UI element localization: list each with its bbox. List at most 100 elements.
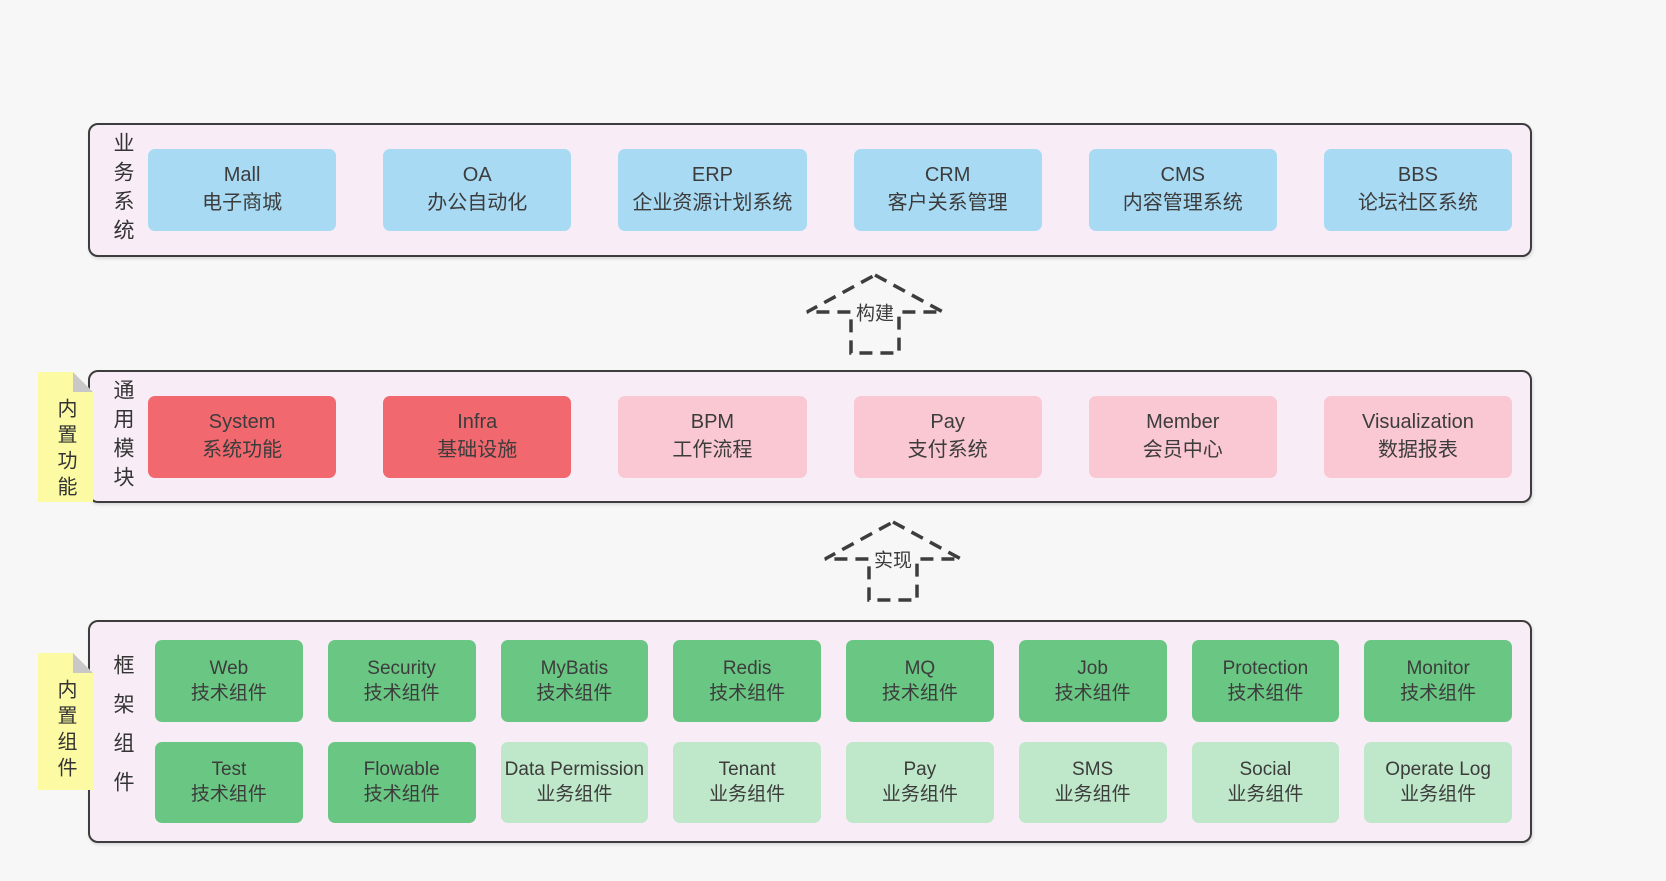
module-box-test: Test 技术组件 [155,741,303,823]
module-box-title: Test [211,759,247,781]
module-box-title: Tenant [718,759,776,781]
module-box-operate-log: Operate Log 业务组件 [1364,741,1512,823]
module-box-system: System 系统功能 [148,395,337,478]
module-box-title: Mall [223,164,261,187]
module-box-subtitle: 基础设施 [437,438,518,461]
business-systems-layer: 业务系统 Mall 电子商城 OA 办公自动化 ERP 企业资源计划系统 CRM 客户关系管理… [88,123,1532,257]
module-box-subtitle: 技术组件 [190,784,267,806]
module-box-oa: OA 办公自动化 [383,149,572,231]
module-box-subtitle: 技术组件 [1054,682,1131,704]
module-box-social: Social 业务组件 [1191,741,1340,823]
module-box-subtitle: 支付系统 [907,438,988,461]
module-box-title: System [208,410,276,433]
dashed-up-arrow-icon [806,273,944,355]
module-box-title: Web [209,657,249,679]
module-box-sms: SMS 业务组件 [1018,741,1167,823]
module-box-title: Pay [903,759,937,781]
module-box-subtitle: 业务组件 [1400,784,1477,806]
module-box-title: BPM [690,410,735,433]
implement-arrow-label: 实现 [870,544,916,574]
module-box-subtitle: 系统功能 [202,438,283,461]
module-box-subtitle: 论坛社区系统 [1357,192,1478,214]
module-box-title: Data Permission [504,759,645,781]
module-box-erp: ERP 企业资源计划系统 [618,149,807,231]
builtin-components-sticky-note: 内置组件 [38,653,93,790]
module-box-data-permission: Data Permission 业务组件 [500,741,649,823]
module-box-title: MQ [904,657,936,679]
common-modules-layer: 通用模块 System 系统功能 Infra 基础设施 BPM 工作流程 Pay 支付系统 Me… [88,370,1532,503]
module-box-subtitle: 技术组件 [536,682,613,704]
common-modules-boxes: System 系统功能 Infra 基础设施 BPM 工作流程 Pay 支付系统 Member 会… [148,395,1513,478]
module-box-subtitle: 业务组件 [881,784,958,806]
module-box-tenant: Tenant 业务组件 [673,741,821,823]
module-box-subtitle: 技术组件 [881,682,958,704]
dashed-up-arrow-icon [824,520,962,602]
module-box-job: Job 技术组件 [1018,640,1167,722]
module-box-title: Protection [1222,657,1309,679]
module-box-mybatis: MyBatis 技术组件 [500,640,649,722]
business-systems-label: 业务系统 [111,132,134,248]
module-box-title: CRM [924,164,971,187]
module-box-subtitle: 技术组件 [1227,682,1304,704]
framework-components-layer: 框架组件 Web 技术组件 Security 技术组件 MyBatis 技术组件 Redis… [88,620,1532,843]
module-box-title: Redis [722,657,772,679]
module-box-subtitle: 会员中心 [1142,438,1223,461]
module-box-visualization: Visualization 数据报表 [1323,395,1513,478]
module-box-title: OA [462,164,492,187]
module-box-subtitle: 客户关系管理 [887,192,1008,214]
module-box-cms: CMS 内容管理系统 [1088,149,1277,231]
module-box-subtitle: 企业资源计划系统 [632,192,793,214]
module-box-title: Monitor [1406,657,1470,679]
module-box-title: Visualization [1361,410,1474,433]
module-box-title: Member [1146,410,1220,433]
module-box-web: Web 技术组件 [155,640,303,722]
module-box-subtitle: 业务组件 [709,784,786,806]
module-box-subtitle: 业务组件 [1227,784,1304,806]
common-modules-label: 通用模块 [111,378,134,495]
framework-components-label: 框架组件 [111,653,134,810]
module-box-title: Flowable [363,759,440,781]
module-box-title: Security [367,657,436,679]
module-box-title: ERP [691,164,733,187]
module-box-subtitle: 工作流程 [672,438,753,461]
module-box-mq: MQ 技术组件 [846,640,994,722]
module-box-title: Infra [457,410,498,433]
module-box-title: Job [1077,657,1108,679]
module-box-subtitle: 办公自动化 [427,192,528,214]
module-box-title: SMS [1072,759,1114,781]
build-arrow-label: 构建 [852,297,898,327]
module-box-title: Social [1239,759,1292,781]
module-box-pay: Pay 业务组件 [846,741,994,823]
module-box-mall: Mall 电子商城 [148,149,337,231]
module-box-protection: Protection 技术组件 [1191,640,1340,722]
module-box-bpm: BPM 工作流程 [618,395,807,478]
module-box-monitor: Monitor 技术组件 [1364,640,1512,722]
module-box-subtitle: 技术组件 [190,682,267,704]
module-box-title: Operate Log [1385,759,1491,781]
module-box-subtitle: 技术组件 [709,682,786,704]
module-box-infra: Infra 基础设施 [383,395,572,478]
builtin-features-sticky-label: 内置功能 [54,398,76,502]
module-box-subtitle: 数据报表 [1377,438,1458,461]
builtin-features-sticky-note: 内置功能 [38,372,93,502]
module-box-subtitle: 业务组件 [1054,784,1131,806]
module-box-title: Pay [930,410,965,433]
implement-arrow-up: 实现 [823,519,963,603]
builtin-components-sticky-label: 内置组件 [54,679,76,783]
module-box-subtitle: 技术组件 [363,682,440,704]
module-box-pay: Pay 支付系统 [853,395,1042,478]
module-box-subtitle: 技术组件 [1400,682,1477,704]
module-box-subtitle: 内容管理系统 [1122,192,1243,214]
module-box-title: MyBatis [540,657,609,679]
module-box-subtitle: 业务组件 [536,784,613,806]
module-box-security: Security 技术组件 [327,640,476,722]
module-box-title: BBS [1397,164,1438,187]
module-box-title: CMS [1160,164,1205,187]
module-box-crm: CRM 客户关系管理 [853,149,1042,231]
module-box-subtitle: 电子商城 [202,192,283,214]
module-box-bbs: BBS 论坛社区系统 [1323,149,1513,231]
module-box-member: Member 会员中心 [1088,395,1277,478]
